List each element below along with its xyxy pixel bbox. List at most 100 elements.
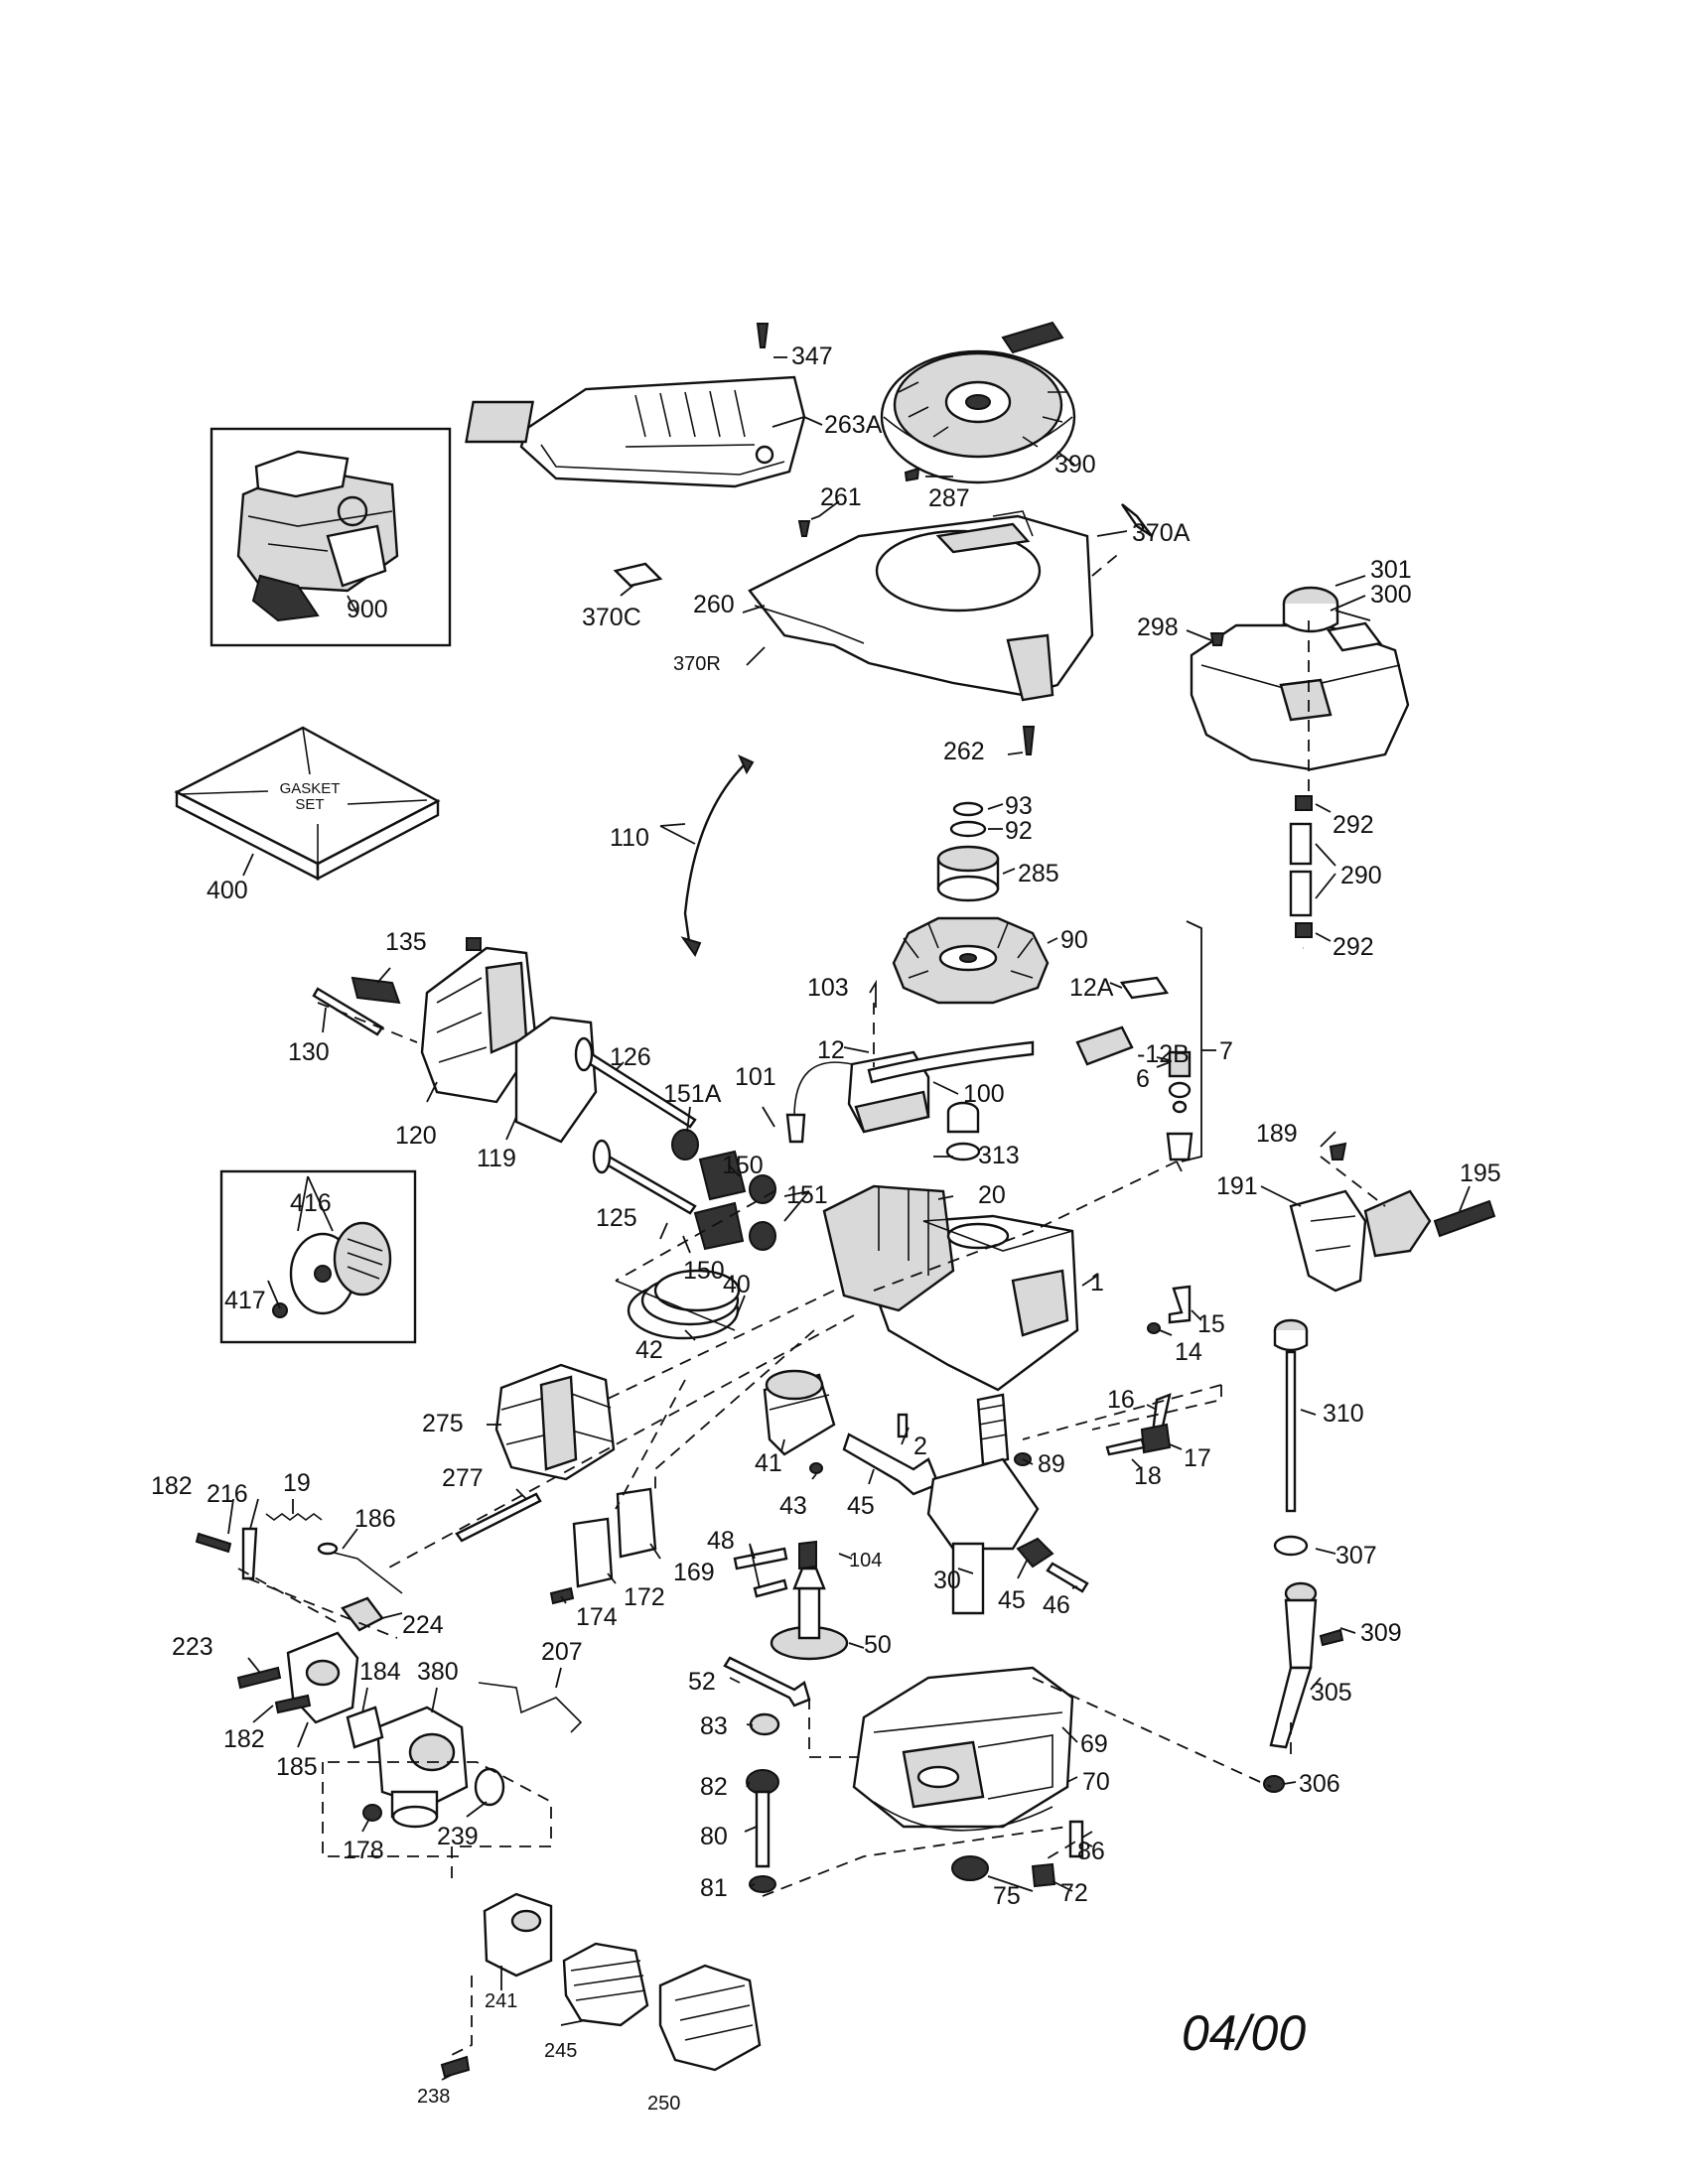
- callout-185: 185: [276, 1753, 318, 1781]
- callout-306: 306: [1299, 1770, 1340, 1798]
- camshaft-52: [723, 1656, 811, 1707]
- tube-grommet-306: [1263, 1775, 1285, 1793]
- callout-16: 16: [1107, 1386, 1135, 1414]
- primer-fitting-12B: [1075, 1025, 1134, 1066]
- callout-130: 130: [288, 1038, 330, 1066]
- bracket-screw-189: [1329, 1142, 1347, 1160]
- callout-207: 207: [541, 1638, 583, 1666]
- callout-223: 223: [172, 1633, 213, 1661]
- callout-277: 277: [442, 1464, 484, 1492]
- gasket-box-text-line1: GASKET: [280, 780, 341, 797]
- governor-clamp-17: [1140, 1423, 1172, 1454]
- callout-18: 18: [1134, 1462, 1162, 1490]
- recoil-starter-390: [880, 321, 1076, 484]
- revision-stamp: 04/00: [1182, 2005, 1306, 2061]
- throttle-spring-195: [1433, 1199, 1496, 1238]
- callout-182-top: 182: [151, 1472, 193, 1500]
- callout-416: 416: [290, 1189, 332, 1217]
- callout-178: 178: [343, 1837, 384, 1864]
- leader-lines: [227, 356, 1471, 2081]
- callout-347: 347: [791, 342, 833, 370]
- bracket-part-7: [1181, 920, 1202, 1162]
- callout-80: 80: [700, 1823, 728, 1850]
- bushing-83: [749, 1712, 780, 1736]
- callout-285: 285: [1018, 860, 1059, 887]
- piston-rings-42: [615, 1269, 741, 1340]
- callout-287: 287: [928, 484, 970, 512]
- valves: [574, 1036, 697, 1215]
- dowel-pin-2: [897, 1413, 909, 1438]
- callout-313: 313: [978, 1142, 1020, 1169]
- callout-151: 151: [786, 1181, 828, 1209]
- callout-45-rod: 45: [847, 1492, 875, 1520]
- filter-element-245: [562, 1942, 649, 2027]
- callout-174: 174: [576, 1603, 618, 1631]
- callout-263A: 263A: [824, 411, 883, 439]
- callout-81: 81: [700, 1874, 728, 1902]
- callout-41: 41: [755, 1449, 782, 1477]
- callout-17: 17: [1184, 1444, 1211, 1472]
- crankshaft-30: [926, 1393, 1040, 1615]
- callout-275: 275: [422, 1410, 464, 1437]
- engine-assembly-inset-box: [210, 427, 452, 647]
- callout-370R: 370R: [673, 653, 721, 675]
- air-filter-base-241: [483, 1892, 553, 1978]
- callout-90: 90: [1060, 926, 1088, 954]
- nut-178: [362, 1804, 382, 1822]
- muffler-bolt-277: [455, 1492, 542, 1543]
- callout-19: 19: [283, 1469, 311, 1497]
- callout-189: 189: [1256, 1120, 1298, 1148]
- callout-216: 216: [207, 1480, 248, 1508]
- callout-82: 82: [700, 1773, 728, 1801]
- callout-184: 184: [359, 1658, 401, 1686]
- engine-assembly-illustration: [236, 450, 399, 622]
- assembly-dashed-lines: [237, 550, 1386, 2056]
- callout-7: 7: [1219, 1037, 1233, 1065]
- callout-309: 309: [1360, 1619, 1402, 1647]
- intake-screw-174: [549, 1586, 575, 1605]
- gasket-box-text-line2: SET: [295, 796, 324, 813]
- carb-gasket-184: [346, 1706, 384, 1749]
- filter-cover-250: [658, 1964, 762, 2072]
- label-370C: [613, 562, 663, 588]
- callout-186: 186: [354, 1505, 396, 1533]
- callout-307: 307: [1335, 1542, 1377, 1570]
- callout-119: 119: [477, 1145, 516, 1172]
- link-186: [317, 1548, 403, 1594]
- oil-seal-75: [951, 1855, 989, 1881]
- callout-1: 1: [1090, 1269, 1104, 1297]
- callout-400: 400: [207, 877, 248, 904]
- callout-262: 262: [943, 738, 985, 765]
- engine-block-1: [822, 1101, 1079, 1392]
- blower-housing-260: [748, 510, 1094, 755]
- governor-link-207: [478, 1682, 583, 1733]
- callout-169: 169: [673, 1559, 715, 1586]
- screw-238: [440, 2055, 471, 2079]
- callout-305: 305: [1311, 1679, 1352, 1706]
- callout-69: 69: [1080, 1730, 1108, 1758]
- callout-172: 172: [624, 1583, 665, 1611]
- callout-370A: 370A: [1132, 519, 1191, 547]
- callout-151A: 151A: [663, 1080, 722, 1108]
- tube-screw-309: [1319, 1628, 1344, 1647]
- connecting-rod-45: [842, 1433, 940, 1496]
- callout-120: 120: [395, 1122, 437, 1150]
- dipstick-310: [1273, 1318, 1309, 1513]
- fuel-hose-12: [867, 1040, 1035, 1084]
- wrist-pin-clip-43: [809, 1462, 823, 1474]
- screw-48: [733, 1547, 788, 1570]
- callout-900: 900: [347, 596, 388, 623]
- callout-6: 6: [1136, 1065, 1150, 1093]
- callout-101: 101: [735, 1063, 776, 1091]
- bracket-216: [241, 1527, 258, 1580]
- callout-238: 238: [417, 2086, 450, 2108]
- o-ring-239: [474, 1767, 505, 1807]
- screw-48b: [753, 1578, 788, 1598]
- callout-224: 224: [402, 1611, 444, 1639]
- callout-104: 104: [849, 1550, 882, 1571]
- rod-cap-bolt-46: [1046, 1562, 1089, 1593]
- callout-20: 20: [978, 1181, 1006, 1209]
- drain-plug-72: [1031, 1862, 1056, 1888]
- callout-43: 43: [779, 1492, 807, 1520]
